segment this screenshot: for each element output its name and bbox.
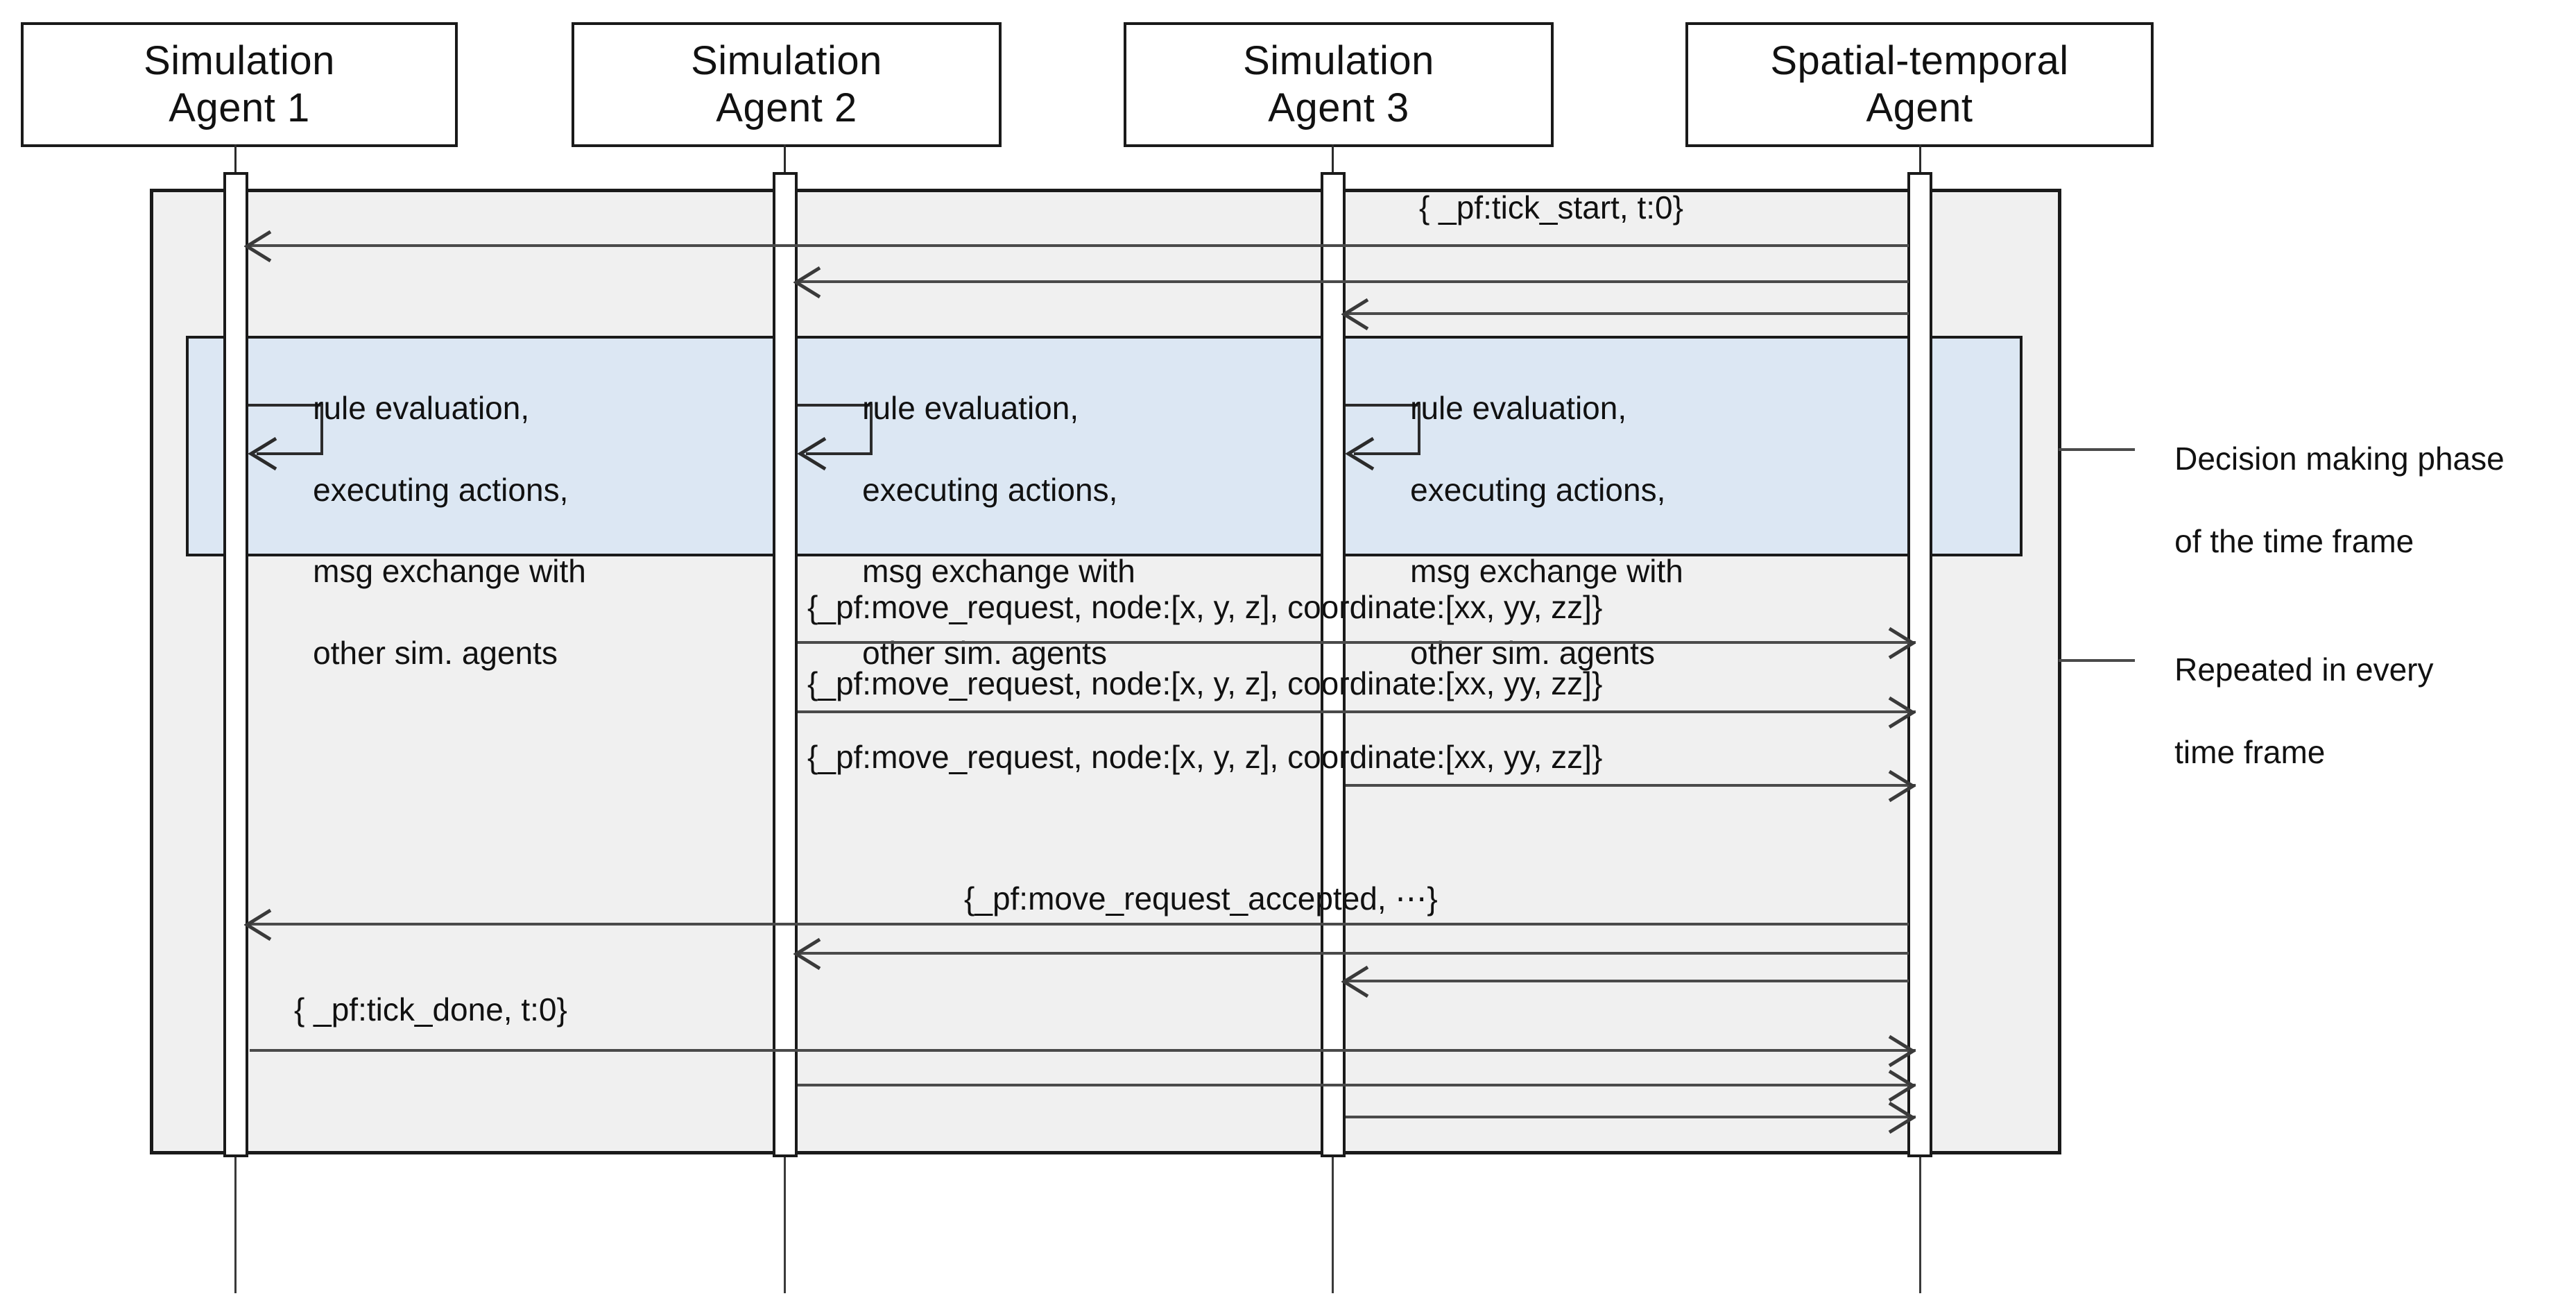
phase-note-sim1: rule evaluation, executing actions, msg … bbox=[277, 347, 586, 715]
message-line-tick-done-sim2 bbox=[798, 1084, 1916, 1086]
message-line-tick-start-sim2 bbox=[799, 280, 1909, 283]
arrowhead-right-move-request-1 bbox=[1888, 627, 1916, 659]
message-line-move-request-3 bbox=[1346, 784, 1916, 787]
arrowhead-left-tick-start-sim2 bbox=[793, 266, 821, 298]
message-label-tick-done: { _pf:tick_done, t:0} bbox=[294, 991, 567, 1028]
annotation-line2: of the time frame bbox=[2174, 523, 2414, 560]
message-line-accepted-sim3 bbox=[1347, 980, 1909, 982]
phase-note-line3: msg exchange with bbox=[1410, 553, 1683, 590]
lifeline-stub-sim3 bbox=[1332, 144, 1334, 176]
message-line-tick-done-sim3 bbox=[1346, 1116, 1916, 1118]
leader-line-decision-phase bbox=[2059, 448, 2135, 451]
activation-bar-spatial-temporal bbox=[1907, 172, 1932, 1157]
phase-note-line1: rule evaluation, bbox=[313, 389, 530, 426]
lifeline-stub-spatial-temporal bbox=[1919, 144, 1921, 176]
phase-note-sim2: rule evaluation, executing actions, msg … bbox=[827, 347, 1135, 715]
participant-header-sim2[interactable]: Simulation Agent 2 bbox=[572, 22, 1002, 147]
lifeline-tail-sim1 bbox=[234, 1157, 237, 1293]
activation-bar-sim1 bbox=[223, 172, 248, 1157]
participant-name-line2: Agent 2 bbox=[716, 85, 857, 130]
message-line-move-request-1 bbox=[798, 641, 1916, 644]
arrowhead-left-tick-start-sim1 bbox=[244, 230, 272, 262]
message-label-move-request-3: {_pf:move_request, node:[x, y, z], coord… bbox=[807, 739, 1603, 775]
decision-phase-band-sim1-left bbox=[186, 336, 226, 556]
annotation-line1: Decision making phase bbox=[2174, 440, 2505, 477]
message-line-tick-start-sim1 bbox=[250, 244, 1909, 247]
message-line-tick-done-sim1 bbox=[250, 1049, 1916, 1052]
lifeline-tail-sim3 bbox=[1332, 1157, 1334, 1293]
arrowhead-right-move-request-2 bbox=[1888, 697, 1916, 728]
decision-phase-band-sim1 bbox=[246, 336, 784, 556]
participant-header-sim1[interactable]: Simulation Agent 1 bbox=[21, 22, 458, 147]
message-label-move-request-1: {_pf:move_request, node:[x, y, z], coord… bbox=[807, 589, 1603, 625]
lifeline-stub-sim2 bbox=[784, 144, 786, 176]
participant-name-line1: Simulation bbox=[1243, 37, 1434, 83]
arrowhead-left-accepted-sim3 bbox=[1341, 966, 1369, 998]
phase-note-line4: other sim. agents bbox=[862, 635, 1107, 672]
activation-bar-sim2 bbox=[773, 172, 798, 1157]
phase-note-line4: other sim. agents bbox=[1410, 635, 1655, 672]
phase-note-sim3: rule evaluation, executing actions, msg … bbox=[1375, 347, 1683, 715]
lifeline-tail-spatial-temporal bbox=[1919, 1157, 1921, 1293]
lifeline-stub-sim1 bbox=[234, 144, 237, 176]
arrowhead-right-tick-done-sim3 bbox=[1888, 1102, 1916, 1134]
message-label-move-request-2: {_pf:move_request, node:[x, y, z], coord… bbox=[807, 665, 1603, 701]
phase-note-line2: executing actions, bbox=[1410, 471, 1666, 508]
self-message-loop-sim1 bbox=[244, 400, 334, 476]
message-line-accepted-sim2 bbox=[799, 952, 1909, 955]
annotation-line2: time frame bbox=[2174, 734, 2326, 771]
activation-bar-sim3 bbox=[1321, 172, 1346, 1157]
self-message-loop-sim3 bbox=[1341, 400, 1432, 476]
participant-header-spatial-temporal[interactable]: Spatial-temporal Agent bbox=[1685, 22, 2154, 147]
participant-name-line2: Agent bbox=[1866, 85, 1973, 130]
self-message-loop-sim2 bbox=[793, 400, 884, 476]
participant-header-sim3[interactable]: Simulation Agent 3 bbox=[1124, 22, 1554, 147]
phase-note-line1: rule evaluation, bbox=[1410, 389, 1627, 426]
lifeline-tail-sim2 bbox=[784, 1157, 786, 1293]
phase-note-line3: msg exchange with bbox=[862, 553, 1135, 590]
phase-note-line4: other sim. agents bbox=[313, 635, 558, 672]
participant-name-line1: Spatial-temporal bbox=[1770, 37, 2069, 83]
annotation-line1: Repeated in every bbox=[2174, 651, 2434, 688]
arrowhead-left-accepted-sim2 bbox=[793, 938, 821, 970]
message-line-accepted-sim1 bbox=[250, 923, 1909, 926]
message-label-move-request-accepted: {_pf:move_request_accepted, ⋯} bbox=[964, 880, 1438, 916]
message-label-tick-start: { _pf:tick_start, t:0} bbox=[1419, 189, 1683, 225]
annotation-decision-phase: Decision making phase of the time frame bbox=[2139, 397, 2505, 604]
arrowhead-right-tick-done-sim1 bbox=[1888, 1035, 1916, 1067]
phase-note-line3: msg exchange with bbox=[313, 553, 586, 590]
annotation-repeated: Repeated in every time frame bbox=[2139, 608, 2433, 815]
participant-name-line2: Agent 3 bbox=[1268, 85, 1409, 130]
message-line-tick-start-sim3 bbox=[1347, 312, 1909, 315]
arrowhead-left-accepted-sim1 bbox=[244, 909, 272, 941]
participant-name-line1: Simulation bbox=[144, 37, 335, 83]
phase-note-line2: executing actions, bbox=[313, 471, 569, 508]
phase-note-line2: executing actions, bbox=[862, 471, 1118, 508]
participant-name-line2: Agent 1 bbox=[169, 85, 310, 130]
message-line-move-request-2 bbox=[798, 710, 1916, 713]
arrowhead-right-tick-done-sim2 bbox=[1888, 1070, 1916, 1102]
participant-name-line1: Simulation bbox=[691, 37, 882, 83]
leader-line-repeated bbox=[2059, 659, 2135, 662]
arrowhead-left-tick-start-sim3 bbox=[1341, 298, 1369, 330]
arrowhead-right-move-request-3 bbox=[1888, 770, 1916, 802]
phase-note-line1: rule evaluation, bbox=[862, 389, 1079, 426]
